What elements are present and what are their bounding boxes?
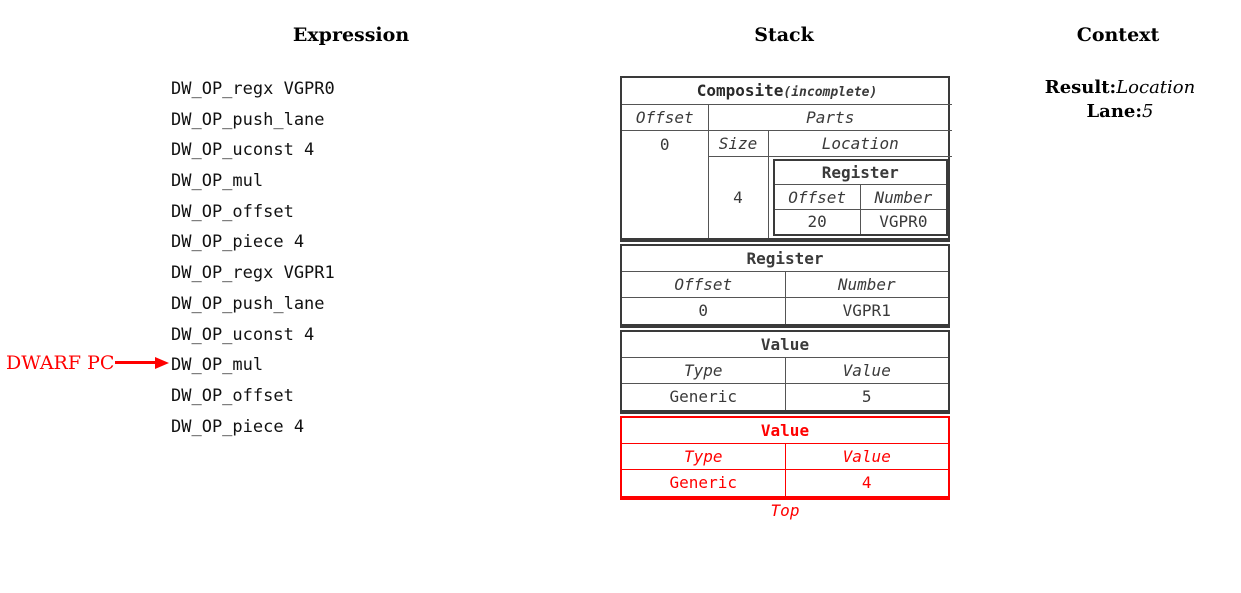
cell-value: 5 — [784, 383, 948, 410]
entry-title-suffix: (incomplete) — [783, 85, 878, 101]
entry-title: Composite(incomplete) — [622, 78, 952, 105]
column-header: Offset — [622, 103, 709, 131]
column-header: Offset — [622, 271, 786, 298]
stack-top-label: Top — [770, 500, 800, 520]
entry-title: Register — [622, 245, 948, 272]
expression-line: DW_OP_push_lane — [171, 109, 325, 130]
expression-line: DW_OP_offset — [171, 385, 294, 406]
page-title-stack: Stack — [754, 24, 814, 46]
cell-value: 20 — [773, 209, 861, 235]
context-key: Result: — [1044, 77, 1117, 98]
column-header: Size — [707, 129, 769, 157]
table-row: Value — [622, 417, 948, 444]
nested-title: Register — [773, 159, 947, 185]
expression-line: DW_OP_mul — [171, 355, 264, 376]
expression-line: DW_OP_mul — [171, 171, 264, 192]
context-key: Lane: — [1086, 101, 1143, 122]
context-value: Location — [1116, 77, 1196, 98]
cell-value: VGPR1 — [784, 297, 948, 324]
table-row: Composite(incomplete) — [622, 78, 952, 105]
part-size: 4 — [707, 155, 769, 238]
expression-line: DW_OP_uconst 4 — [171, 140, 315, 161]
context-row: Result:Location — [1000, 76, 1240, 100]
table-row: Register — [622, 245, 948, 272]
dwarf-pc-label: DWARF PC — [6, 352, 115, 375]
entry-title-text: Composite — [696, 81, 784, 101]
dwarf-pc-marker: DWARF PC — [6, 352, 173, 374]
expression-line: DW_OP_push_lane — [171, 293, 325, 314]
cell-value: Generic — [622, 383, 786, 410]
table-row: Value — [622, 331, 948, 358]
cell-value: Generic — [622, 469, 786, 496]
column-header: Number — [859, 184, 947, 210]
page-title-expression: Expression — [292, 24, 410, 46]
cell-value: VGPR0 — [859, 209, 947, 235]
column-header: Value — [784, 357, 948, 384]
expression-line: DW_OP_uconst 4 — [171, 324, 315, 345]
arrow-right-icon — [115, 357, 173, 370]
cell-value: 4 — [784, 469, 948, 496]
table-row: Register — [773, 159, 947, 185]
expression-line: DW_OP_regx VGPR0 — [171, 79, 335, 99]
cell-value: 0 — [622, 129, 709, 238]
entry-title: Value — [622, 331, 948, 358]
column-header: Type — [622, 443, 786, 470]
column-header: Number — [784, 271, 948, 298]
cell-value: 0 — [622, 297, 786, 324]
page-title-context: Context — [1076, 24, 1160, 46]
expression-line: DW_OP_regx VGPR1 — [171, 263, 335, 284]
context-value: 5 — [1142, 101, 1154, 122]
expression-line: DW_OP_offset — [171, 201, 294, 222]
column-header: Location — [767, 129, 952, 157]
column-header: Value — [784, 443, 948, 470]
column-header: Type — [622, 357, 786, 384]
column-header: Parts — [707, 103, 952, 130]
entry-title: Value — [622, 417, 948, 444]
expression-line: DW_OP_piece 4 — [171, 416, 305, 437]
column-header: Offset — [773, 184, 861, 210]
context-row: Lane:5 — [1000, 100, 1240, 124]
expression-line: DW_OP_piece 4 — [171, 232, 305, 253]
